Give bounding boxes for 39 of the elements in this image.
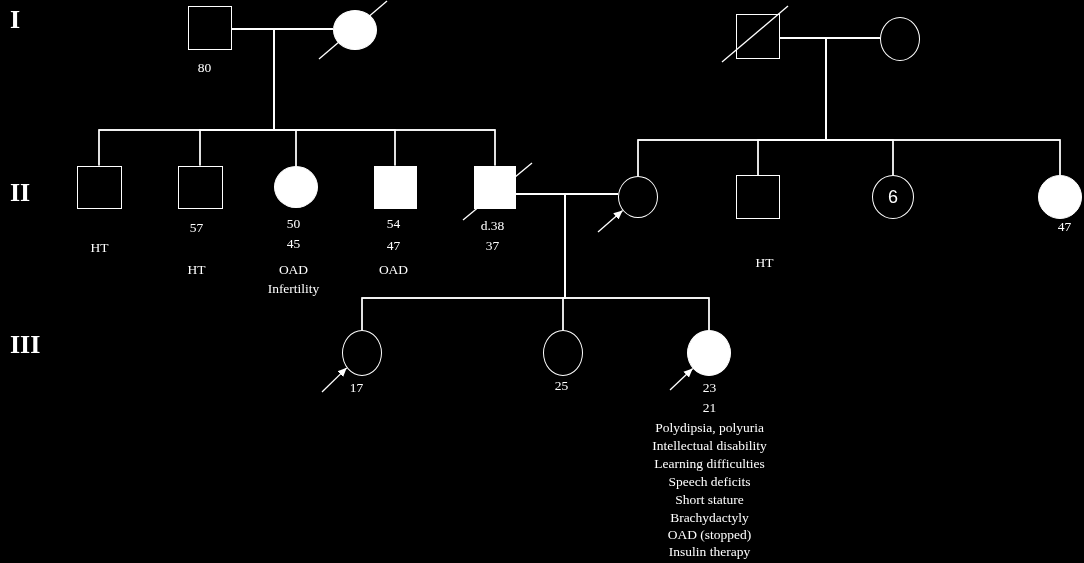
member-annotation: Insulin therapy <box>668 543 751 560</box>
member-annotation: 17 <box>349 379 364 396</box>
sibling-count: 6 <box>887 186 899 208</box>
member-annotation: 54 <box>386 215 401 232</box>
descent-line <box>564 193 710 331</box>
member-annotation: 57 <box>189 219 204 236</box>
member-annotation: HT <box>755 254 774 271</box>
descent-line <box>825 37 1061 176</box>
member-annotation: Short stature <box>675 491 744 508</box>
member-annotation: 21 <box>702 399 717 416</box>
member-annotation: Learning difficulties <box>654 455 765 472</box>
member-annotation: Polydipsia, polyuria <box>655 419 764 436</box>
female-symbol <box>333 10 377 50</box>
member-annotation: d.38 <box>480 217 505 234</box>
member-annotation: 37 <box>485 237 500 254</box>
member-annotation: OAD (stopped) <box>667 526 752 543</box>
member-annotation: OAD <box>278 261 309 278</box>
member-annotation: 47 <box>1057 218 1072 235</box>
member-annotation: 23 <box>702 379 717 396</box>
member-annotation: Infertility <box>267 280 320 297</box>
proband-arrow <box>597 209 624 233</box>
member-annotation: 80 <box>197 59 212 76</box>
member-annotation: Speech deficits <box>668 473 751 490</box>
generation-label: II <box>10 179 31 207</box>
member-annotation: OAD <box>378 261 409 278</box>
member-annotation: 45 <box>286 235 301 252</box>
generation-label: I <box>10 6 21 34</box>
member-annotation: 47 <box>386 237 401 254</box>
descent-line <box>273 28 496 167</box>
member-annotation: HT <box>90 239 109 256</box>
member-annotation: HT <box>187 261 206 278</box>
member-annotation: 25 <box>554 377 569 394</box>
generation-label: III <box>10 331 41 359</box>
proband-arrow <box>669 367 694 391</box>
male-symbol <box>736 13 780 59</box>
proband-arrow <box>321 367 348 393</box>
member-annotation: 50 <box>286 215 301 232</box>
member-annotation: Intellectual disability <box>652 437 767 454</box>
member-annotation: Brachydactyly <box>670 509 749 526</box>
